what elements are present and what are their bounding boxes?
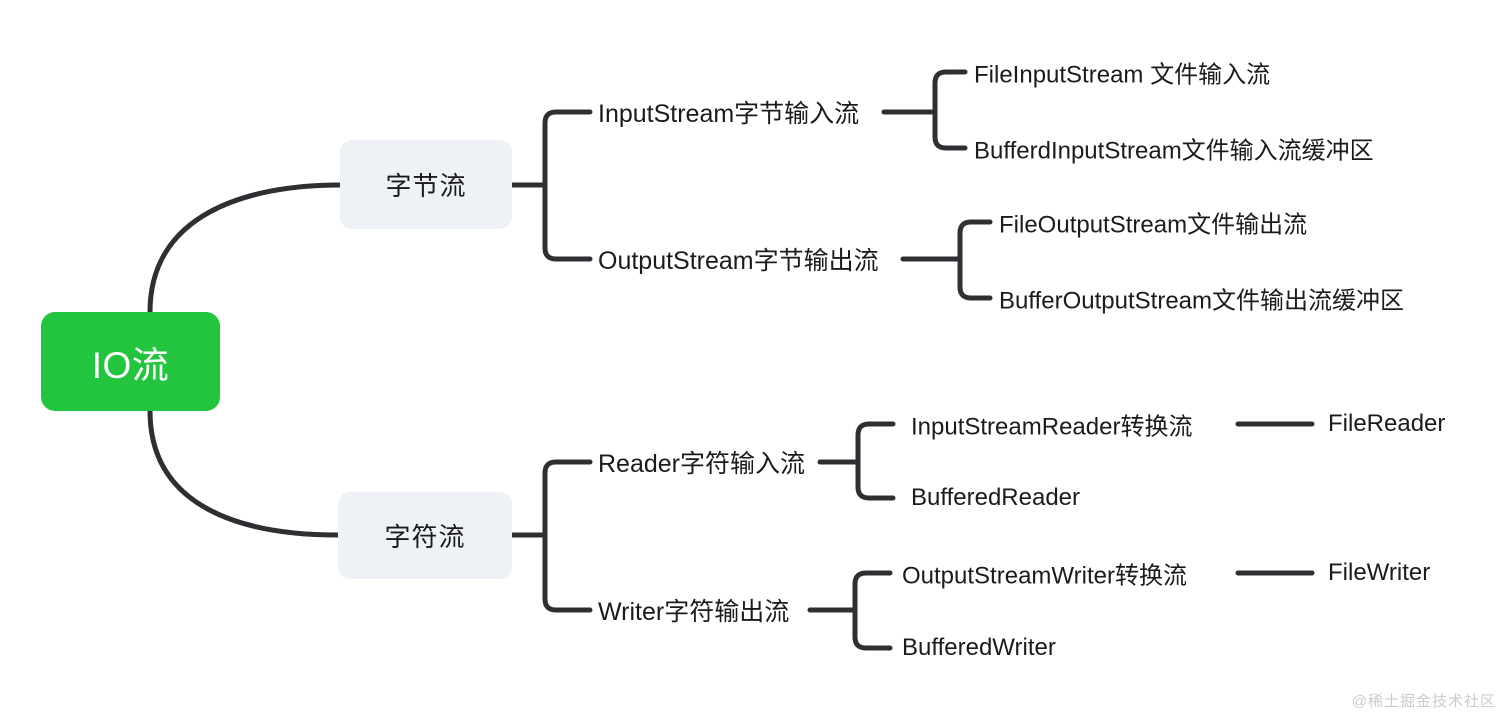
- edge-reader-bracket: [855, 421, 896, 501]
- node-fileoutputstream[interactable]: FileOutputStream文件输出流: [999, 211, 1308, 239]
- node-outputstreamwriter[interactable]: OutputStreamWriter转换流: [902, 562, 1187, 590]
- edge-root-to-byte: [147, 182, 343, 315]
- edge-inputstream-bracket: [932, 69, 968, 151]
- node-inputstream[interactable]: InputStream字节输入流: [598, 100, 860, 128]
- branch-node-byte-stream-label: 字节流: [385, 171, 467, 201]
- branch-node-byte-stream[interactable]: 字节流: [340, 140, 512, 229]
- edge-char-bracket: [542, 459, 593, 613]
- node-reader[interactable]: Reader字符输入流: [598, 450, 805, 478]
- branch-node-char-stream-label: 字符流: [384, 522, 466, 552]
- node-bufferdinputstream[interactable]: BufferdInputStream文件输入流缓冲区: [974, 137, 1374, 165]
- edge-outputstream-bracket: [957, 219, 993, 301]
- node-filewriter[interactable]: FileWriter: [1328, 559, 1431, 586]
- node-bufferedreader[interactable]: BufferedReader: [911, 484, 1081, 511]
- node-bufferedwriter[interactable]: BufferedWriter: [902, 634, 1056, 661]
- branch-node-char-stream[interactable]: 字符流: [338, 492, 512, 579]
- watermark: @稀土掘金技术社区: [1351, 693, 1496, 710]
- root-node-io-stream[interactable]: IO流: [41, 312, 220, 411]
- edge-writer-bracket: [852, 570, 893, 651]
- root-node-label: IO流: [91, 344, 170, 386]
- node-bufferoutputstream[interactable]: BufferOutputStream文件输出流缓冲区: [999, 287, 1404, 315]
- node-filereader[interactable]: FileReader: [1328, 410, 1446, 437]
- edge-byte-bracket: [542, 109, 593, 262]
- node-inputstreamreader[interactable]: InputStreamReader转换流: [911, 413, 1193, 441]
- node-writer[interactable]: Writer字符输出流: [598, 598, 790, 626]
- node-fileinputstream[interactable]: FileInputStream 文件输入流: [974, 61, 1271, 89]
- edge-root-to-char: [147, 408, 341, 538]
- node-outputstream[interactable]: OutputStream字节输出流: [598, 247, 879, 275]
